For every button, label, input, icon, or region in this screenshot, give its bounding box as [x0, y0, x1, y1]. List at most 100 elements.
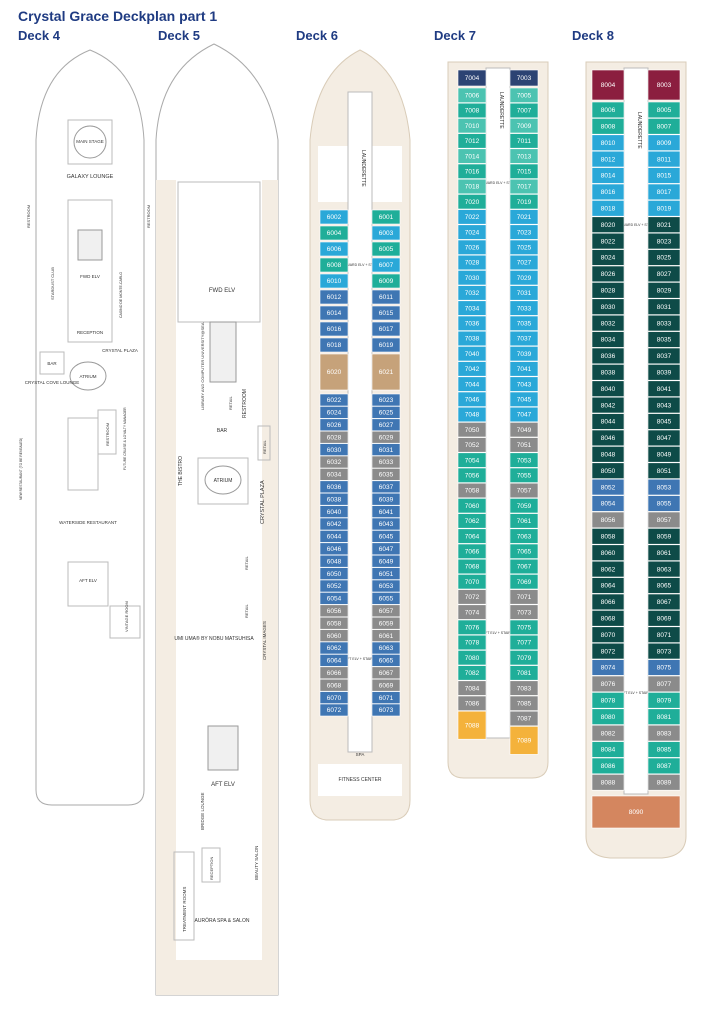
cabin-7083: 7083	[517, 685, 532, 692]
cabin-6004-box	[319, 225, 349, 241]
cabin-6008: 6008	[327, 262, 342, 269]
cabin-6068-box	[319, 678, 349, 692]
cabin-7018: 7018	[465, 184, 480, 191]
cabin-6037-box	[371, 480, 401, 494]
cabin-8080: 8080	[601, 714, 616, 721]
cabin-7057-box	[509, 482, 539, 499]
cabin-6015-box	[371, 305, 401, 321]
cabin-8070-box	[591, 626, 625, 643]
cabin-8072-box	[591, 642, 625, 660]
cabin-7051: 7051	[517, 442, 532, 449]
cabin-7023-box	[509, 224, 539, 240]
cabin-6047-box	[371, 542, 401, 556]
cabin-7027-box	[509, 254, 539, 271]
cabin-8015: 8015	[657, 173, 672, 180]
cabin-6021-box	[371, 353, 401, 391]
cabin-6030: 6030	[327, 447, 342, 454]
cabin-6065: 6065	[379, 658, 394, 665]
cabin-7057: 7057	[517, 488, 532, 495]
cabin-6010-box	[319, 273, 349, 289]
umi-uma-label: UMI UMA® BY NOBU MATSUHISA	[174, 635, 254, 642]
cabin-6012: 6012	[327, 294, 342, 301]
cabin-8082: 8082	[601, 730, 616, 737]
cabin-6001-box	[371, 209, 401, 225]
cabin-8021: 8021	[657, 222, 672, 229]
cabin-8080-box	[591, 708, 625, 725]
cabin-7063: 7063	[517, 533, 532, 540]
cabin-7046-box	[457, 391, 487, 407]
cabin-8039: 8039	[657, 370, 672, 377]
cabin-8052: 8052	[601, 484, 616, 491]
cabin-8024: 8024	[601, 255, 616, 262]
cabin-6056-box	[319, 604, 349, 618]
cabin-8026-box	[591, 265, 625, 283]
cabin-7043-box	[509, 376, 539, 392]
cabin-6053-box	[371, 579, 401, 593]
cabin-6042-box	[319, 517, 349, 531]
deck-5-aft-stairs	[207, 725, 239, 771]
cabin-8074: 8074	[601, 665, 616, 672]
cabin-8030: 8030	[601, 304, 616, 311]
cabin-8046: 8046	[601, 435, 616, 442]
cabin-6002-box	[319, 209, 349, 225]
cabin-8077-box	[647, 675, 681, 693]
deck-8-plan: LAUNDERETTE FORWARD ELV + STAIRS AFT ELV…	[585, 61, 687, 859]
cabin-6041-box	[371, 505, 401, 518]
deck-5-retail-2-label: RETAIL	[262, 440, 267, 454]
cabin-7089: 7089	[517, 738, 532, 745]
cabin-7075: 7075	[517, 625, 532, 632]
cabin-7060: 7060	[465, 503, 480, 510]
cabin-8076-box	[591, 675, 625, 693]
cabin-6039: 6039	[379, 496, 394, 503]
cabin-7049: 7049	[517, 427, 532, 434]
cabin-7079-box	[509, 650, 539, 666]
deck-5-aft-elv-label: AFT ELV	[211, 782, 235, 788]
cabin-8083-box	[647, 724, 681, 742]
deck-4-aft-elv-label: AFT ELV	[79, 578, 97, 583]
cabin-7080-box	[457, 650, 487, 666]
deck-5-atrium-label: ATRIUM	[214, 478, 233, 484]
cabin-8066: 8066	[601, 599, 616, 606]
cabin-8034-box	[591, 331, 625, 348]
cabin-7006-box	[457, 87, 487, 103]
cabin-6029: 6029	[379, 434, 394, 441]
cabin-6061: 6061	[379, 633, 394, 640]
cabin-6049-box	[371, 554, 401, 568]
cabin-6071: 6071	[379, 695, 394, 702]
cabin-8059: 8059	[657, 534, 672, 541]
cabin-7040: 7040	[465, 351, 480, 358]
cabin-8062-box	[591, 560, 625, 578]
cabin-8090: 8090	[629, 809, 644, 816]
cabin-6055-box	[371, 592, 401, 605]
cabin-8035-box	[647, 331, 681, 348]
cabin-8025-box	[647, 249, 681, 266]
cabin-8081: 8081	[657, 714, 672, 721]
cabin-6065-box	[371, 654, 401, 667]
cabin-6057: 6057	[379, 608, 394, 615]
cabin-7007-box	[509, 102, 539, 119]
cabin-6064-box	[319, 654, 349, 667]
cabin-8071: 8071	[657, 632, 672, 639]
cabin-6028-box	[319, 430, 349, 444]
cabin-7033: 7033	[517, 305, 532, 312]
deck-5-bar-label: BAR	[217, 428, 228, 434]
cabin-8089-box	[647, 774, 681, 791]
cabin-7052: 7052	[465, 442, 480, 449]
cabin-7060-box	[457, 498, 487, 514]
cabin-7059-box	[509, 498, 539, 514]
cabin-7088: 7088	[465, 722, 480, 729]
cabin-7042-box	[457, 361, 487, 377]
cabin-6017: 6017	[379, 326, 394, 333]
cabin-8069: 8069	[657, 616, 672, 623]
cabin-7071-box	[509, 589, 539, 605]
cabin-6016-box	[319, 321, 349, 337]
cabin-6058-box	[319, 616, 349, 630]
cabin-8012-box	[591, 150, 625, 168]
deck-7-launderette-label: LAUNDERETTE	[498, 92, 504, 129]
deck-6-label: Deck 6	[296, 28, 338, 43]
cabin-7048-box	[457, 406, 487, 423]
cabin-7050: 7050	[465, 427, 480, 434]
deck-4-atrium-label: ATRIUM	[80, 374, 97, 379]
cabin-8035: 8035	[657, 337, 672, 344]
